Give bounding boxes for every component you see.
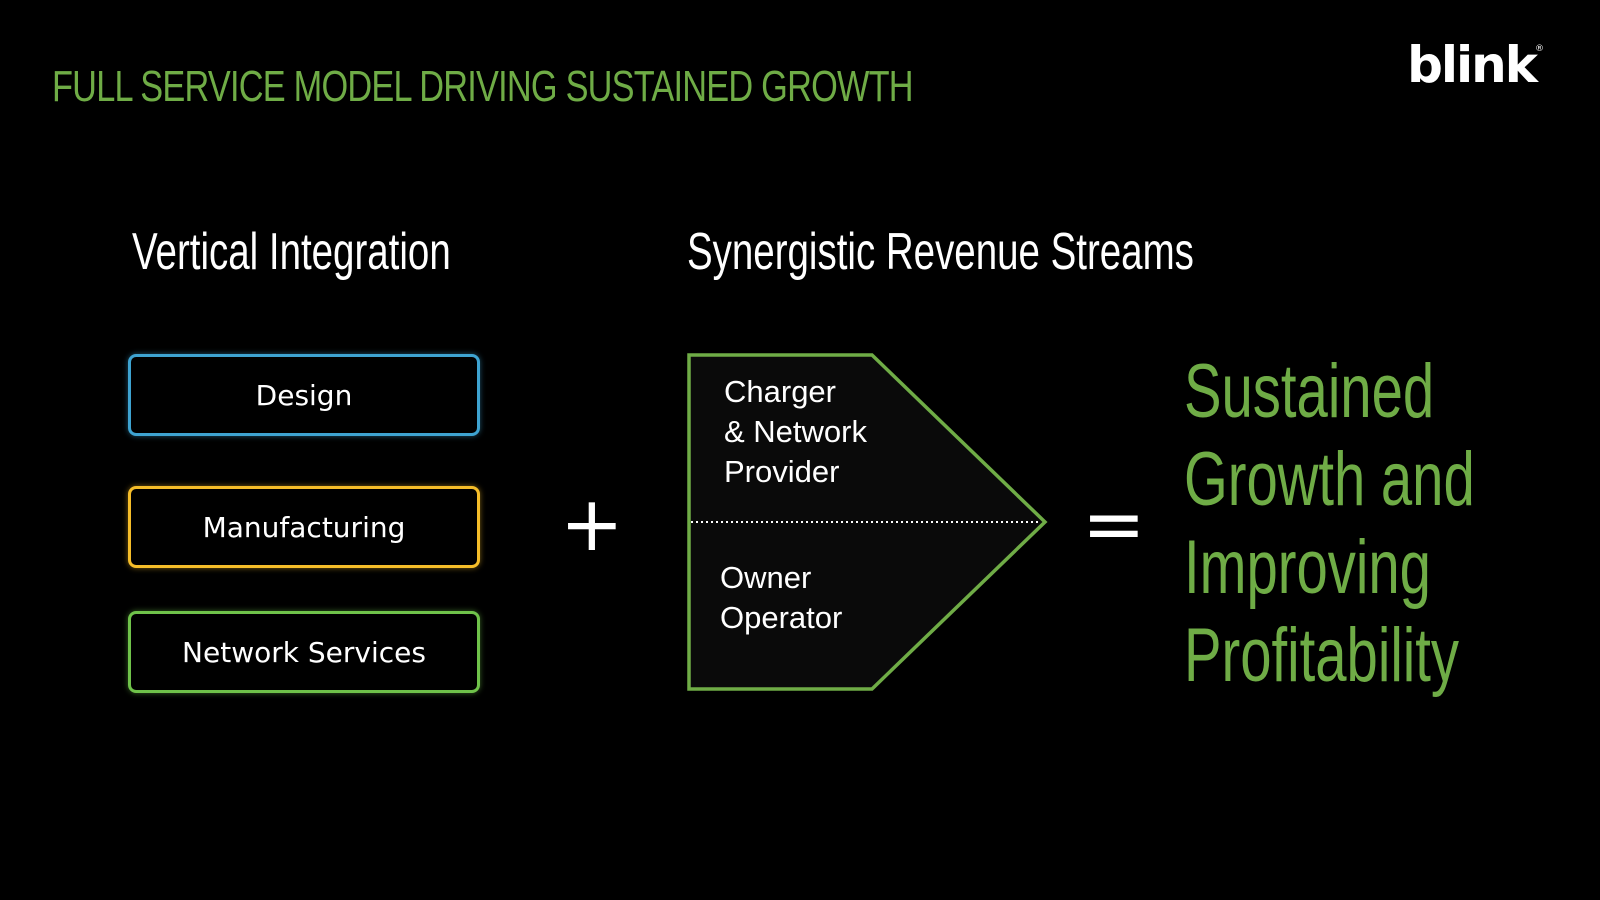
result-statement: Sustained Growth and Improving Profitabi… — [1184, 349, 1475, 698]
plus-sign: + — [560, 479, 624, 568]
charger-network-provider-label: Charger & Network Provider — [724, 374, 867, 489]
revenue-streams-shape — [687, 353, 1048, 691]
equals-sign: = — [1082, 479, 1146, 568]
owner-operator-label: Owner Operator — [720, 560, 843, 635]
registered-mark: ® — [1535, 44, 1544, 54]
network-services-box: Network Services — [128, 611, 480, 693]
manufacturing-box: Manufacturing — [128, 486, 480, 568]
slide-title: FULL SERVICE MODEL DRIVING SUSTAINED GRO… — [52, 62, 914, 111]
design-box: Design — [128, 354, 480, 436]
network-services-label: Network Services — [182, 635, 426, 669]
blink-logo: blink ® — [1407, 36, 1544, 94]
revenue-streams-heading: Synergistic Revenue Streams — [687, 223, 1194, 281]
manufacturing-label: Manufacturing — [202, 510, 406, 544]
logo-text: blink — [1407, 36, 1538, 94]
vertical-integration-heading: Vertical Integration — [132, 223, 451, 281]
design-label: Design — [255, 378, 353, 412]
